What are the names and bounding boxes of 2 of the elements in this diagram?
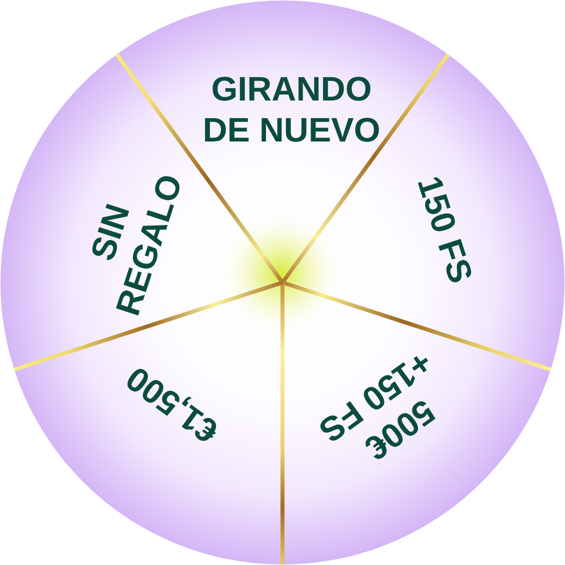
prize-label: 150 FS	[408, 170, 481, 290]
prize-label: GIRANDO DE NUEVO	[202, 69, 382, 152]
